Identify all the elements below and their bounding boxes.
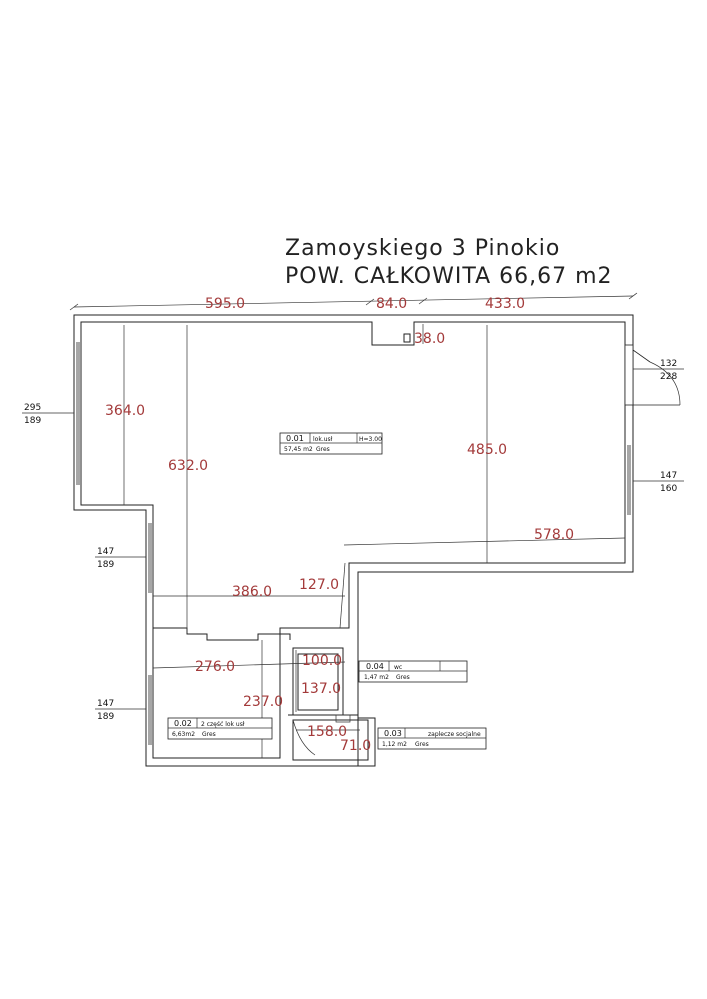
room-001-area: 57,45 m2	[284, 446, 313, 453]
w4-top: 147	[660, 471, 677, 481]
w2-top: 147	[97, 547, 114, 557]
w1-bottom: 189	[24, 416, 41, 426]
dim-632: 632.0	[168, 458, 208, 474]
room-001-height: H=3.00	[359, 436, 382, 443]
dim-71: 71.0	[340, 738, 371, 754]
window-left-large	[73, 342, 82, 485]
dim-595: 595.0	[205, 296, 245, 312]
room-001-floor: Gres	[316, 446, 330, 453]
door-swing-staff	[292, 719, 316, 756]
dim-386: 386.0	[232, 584, 272, 600]
room-stamp-004: 0.04 wc 1,47 m2 Gres	[358, 660, 468, 683]
dim-38: 38.0	[414, 331, 445, 347]
opening-label-w4: 147 160	[633, 471, 684, 494]
dim-485: 485.0	[467, 442, 507, 458]
room-003-floor: Gres	[415, 741, 429, 748]
room-002-floor: Gres	[202, 731, 216, 738]
dim-84: 84.0	[376, 296, 407, 312]
plan-title: Zamoyskiego 3 Pinokio	[285, 236, 560, 261]
w3-top: 147	[97, 699, 114, 709]
dim-137: 137.0	[301, 681, 341, 697]
window-right	[624, 445, 634, 515]
room-002-number: 0.02	[174, 719, 192, 728]
room-stamp-003: 0.03 zaplecze socjalne 1,12 m2 Gres	[377, 727, 487, 750]
room-002-area: 6,63m2	[172, 731, 195, 738]
room-003-number: 0.03	[384, 729, 402, 738]
dim-433: 433.0	[485, 296, 525, 312]
room-004-number: 0.04	[366, 662, 384, 671]
opening-label-w3: 147 189	[95, 699, 146, 722]
room-001-number: 0.01	[286, 434, 304, 443]
w4-bottom: 160	[660, 484, 677, 494]
room-003-name: zaplecze socjalne	[428, 731, 481, 738]
room-004-name: wc	[394, 664, 402, 671]
dim-127: 127.0	[299, 577, 339, 593]
wall-niche	[403, 333, 411, 343]
dim-158: 158.0	[307, 724, 347, 740]
opening-label-w1: 295 189	[22, 403, 74, 426]
dim-237: 237.0	[243, 694, 283, 710]
room-004-floor: Gres	[396, 674, 410, 681]
w3-bottom: 189	[97, 712, 114, 722]
opening-label-door: 132 228	[633, 359, 684, 382]
dim-364: 364.0	[105, 403, 145, 419]
room-004-area: 1,47 m2	[364, 674, 389, 681]
room-002-name: 2 część lok usł	[201, 721, 245, 728]
staff-room-wall-inner	[292, 719, 369, 761]
dim-100: 100.0	[302, 653, 342, 669]
entrance-door	[624, 344, 681, 406]
wc-wall-inner	[297, 653, 339, 711]
room-003-area: 1,12 m2	[382, 741, 407, 748]
window-left-middle	[145, 523, 154, 593]
w2-bottom: 189	[97, 560, 114, 570]
door-top: 132	[660, 359, 677, 369]
door-leaf-wc	[335, 714, 351, 723]
door-bottom: 228	[660, 372, 677, 382]
window-left-lower	[145, 675, 154, 745]
dim-578: 578.0	[534, 527, 574, 543]
dimension-lines	[69, 292, 638, 758]
room-stamp-001: 0.01 lok.usł H=3.00 57,45 m2 Gres	[279, 432, 383, 455]
opening-label-w2: 147 189	[95, 547, 146, 570]
room-stamp-002: 0.02 2 część lok usł 6,63m2 Gres	[167, 717, 273, 740]
plan-subtitle: POW. CAŁKOWITA 66,67 m2	[285, 264, 613, 289]
dim-276: 276.0	[195, 659, 235, 675]
room-001-name: lok.usł	[313, 436, 333, 443]
w1-top: 295	[24, 403, 41, 413]
partition-wall	[153, 627, 291, 641]
